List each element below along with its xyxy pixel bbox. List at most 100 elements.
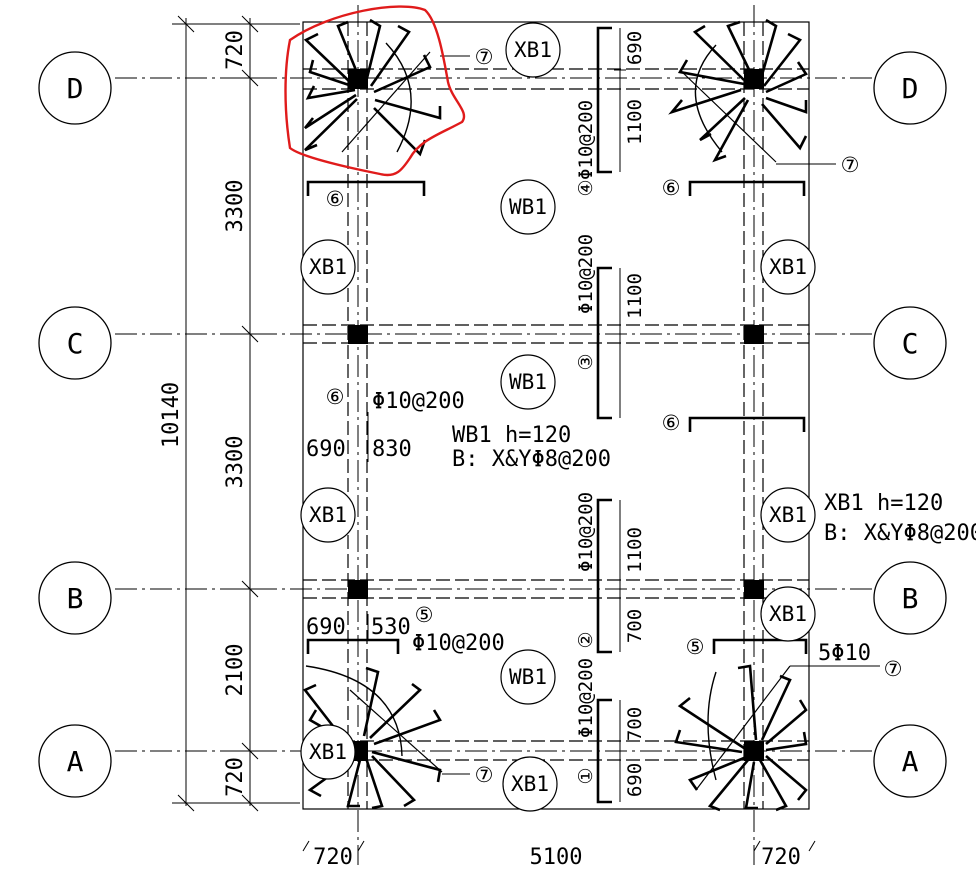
rebar-spacing-label: Φ10@200 (575, 492, 597, 572)
rebar-mark-6: ⑥ (662, 411, 681, 435)
wb1-mark-3: WB1 (500, 649, 556, 705)
axis-bubble-b-left: B (38, 561, 112, 635)
dim-690: 690 (624, 763, 646, 797)
rebar-mark-7: ⑦ (841, 153, 860, 177)
rebar-mark-3: ③ (575, 353, 597, 370)
wb1-mark-1: WB1 (500, 179, 556, 235)
xb1-note-line1: XB1 h=120 (824, 491, 943, 516)
rebar-spacing-label: Φ10@200 (412, 631, 505, 656)
xb1-label: XB1 (309, 740, 347, 764)
xb1-label: XB1 (511, 772, 549, 796)
wb1-label: WB1 (509, 665, 547, 689)
dim-total-height: 10140 (159, 382, 184, 448)
axis-bubble-c-right: C (873, 306, 947, 380)
axis-bubble-c-left: C (38, 306, 112, 380)
xb1-mark-right-2: XB1 (760, 487, 816, 543)
axis-bubble-b-right: B (873, 561, 947, 635)
rebar-mark-4: ④ (575, 179, 597, 196)
dim-830: 830 (372, 437, 412, 462)
rebar-mark-5: ⑤ (686, 635, 705, 659)
axis-label: C (67, 327, 84, 360)
dim-690: 690 (624, 31, 646, 65)
wb1-label: WB1 (509, 370, 547, 394)
column-a-right (744, 741, 764, 761)
rebar-spacing-label: Φ10@200 (575, 234, 597, 314)
dim-1100: 1100 (624, 99, 646, 145)
middle-brackets (596, 26, 612, 804)
axis-label: D (67, 72, 84, 105)
dim-segment: 720 (223, 30, 248, 70)
axis-label: B (67, 582, 84, 615)
corner-rebar-fan-top-left (303, 18, 442, 157)
wb1-mark-2: WB1 (500, 354, 556, 410)
red-highlight-markup (284, 5, 466, 177)
rebar-spacing-label: Φ10@200 (575, 658, 597, 738)
axis-label: A (67, 745, 84, 778)
rebar-mark-6: ⑥ (326, 187, 345, 211)
axis-label: D (902, 72, 919, 105)
xb1-label: XB1 (769, 255, 807, 279)
dim-bottom-left: 720 (313, 845, 353, 869)
axis-bubble-d-right: D (873, 51, 947, 125)
corner-rebar-fan-top-right (668, 18, 808, 163)
wb1-label: WB1 (509, 195, 547, 219)
xb1-mark-left-3: XB1 (300, 724, 356, 780)
axis-label: A (902, 745, 919, 778)
wb1-note-line1: WB1 h=120 (452, 423, 571, 448)
rebar-mark-7: ⑦ (475, 45, 494, 69)
columns (348, 69, 764, 761)
rebar-mark-6: ⑥ (326, 385, 345, 409)
xb1-mark-top: XB1 (505, 22, 561, 78)
rebar-mark-7: ⑦ (884, 657, 903, 681)
dim-segment: 720 (223, 757, 248, 797)
rebar-spacing-label: Φ10@200 (575, 100, 597, 180)
dim-1100: 1100 (624, 527, 646, 573)
rebar-mark-7: ⑦ (475, 763, 494, 787)
axis-label: B (902, 582, 919, 615)
xb1-mark-right-3: XB1 (760, 586, 816, 642)
axis-bubble-d-left: D (38, 51, 112, 125)
dim-700: 700 (624, 609, 646, 643)
dim-segment: 3300 (223, 180, 248, 233)
dim-segment: 2100 (223, 644, 248, 697)
column-c-left (348, 325, 368, 344)
wb1-note-line2: B: X&YΦ8@200 (452, 447, 611, 472)
dim-bottom-middle: 5100 (530, 845, 583, 869)
column-b-left (348, 580, 368, 599)
column-c-right (744, 325, 764, 344)
axis-label: C (902, 327, 919, 360)
xb1-mark-bottom: XB1 (502, 756, 558, 812)
xb1-note-line2: B: X&YΦ8@200 (824, 521, 976, 546)
xb1-label: XB1 (309, 503, 347, 527)
dim-1100: 1100 (624, 273, 646, 319)
xb1-label: XB1 (769, 503, 807, 527)
slab-outline (302, 21, 810, 810)
rebar-count-label: 5Φ10 (818, 641, 871, 666)
dim-bottom-right: 720 (761, 845, 801, 869)
xb1-mark-left-1: XB1 (300, 239, 356, 295)
rebar-mark-1: ① (575, 767, 597, 784)
corner-rebar-fan-bottom-right (674, 664, 808, 812)
axis-bubble-a-right: A (873, 724, 947, 798)
dim-690: 690 (306, 437, 346, 462)
xb1-mark-right-1: XB1 (760, 239, 816, 295)
column-d-left (348, 69, 368, 89)
rebar-mark-6: ⑥ (662, 176, 681, 200)
dim-690: 690 (306, 615, 346, 640)
rebar-mark-2: ② (575, 631, 597, 648)
rebar-mark-5: ⑤ (415, 603, 434, 627)
xb1-mark-left-2: XB1 (300, 487, 356, 543)
bottom-dimension-ticks (302, 840, 816, 852)
straight-rebars (306, 180, 808, 654)
xb1-label: XB1 (309, 255, 347, 279)
axis-bubble-a-left: A (38, 724, 112, 798)
xb1-label: XB1 (769, 602, 807, 626)
dim-segment: 3300 (223, 436, 248, 489)
dim-700: 700 (624, 707, 646, 741)
middle-bracket-dim-lines (614, 28, 626, 802)
column-b-right (744, 580, 764, 599)
dim-530: 530 (371, 615, 411, 640)
xb1-label: XB1 (514, 38, 552, 62)
left-dimension-chain (172, 15, 300, 812)
